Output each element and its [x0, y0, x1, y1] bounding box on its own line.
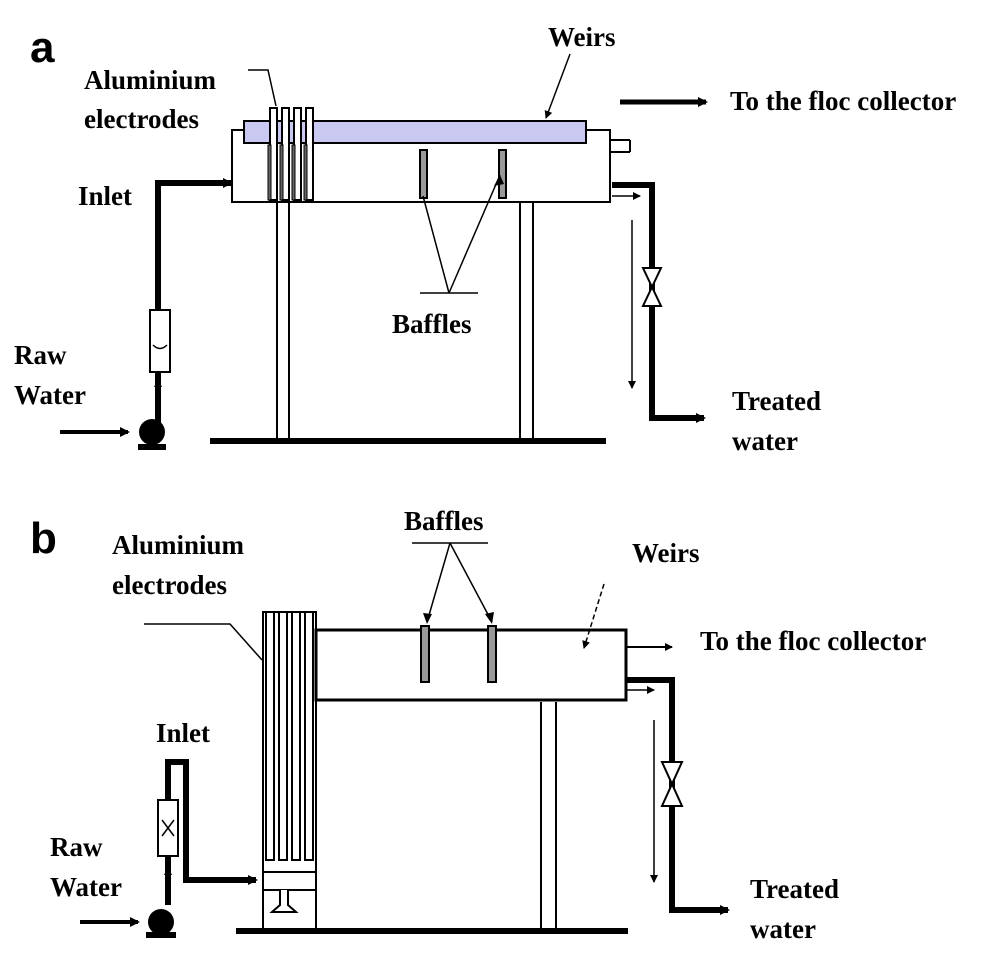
- panel-a-electrodes-label-2: electrodes: [84, 104, 199, 134]
- panel-a-weir-bar: [243, 120, 587, 144]
- panel-b-pump: [148, 909, 174, 935]
- panel-a-electrodes-leader: [248, 69, 277, 107]
- panel-a: a: [14, 22, 956, 456]
- panel-a-valve: [641, 267, 663, 307]
- panel-a-baffles-leader: [420, 174, 501, 294]
- panel-a-baffles-label: Baffles: [392, 309, 471, 339]
- panel-a-pump: [139, 419, 165, 445]
- panel-b-floor: [236, 928, 628, 934]
- panel-a-inlet-label: Inlet: [78, 181, 132, 211]
- panel-a-inlet-pipe: [155, 180, 225, 430]
- panel-a-electrodes-label-1: Aluminium: [84, 65, 217, 95]
- panel-b-baffle-2: [487, 625, 497, 683]
- panel-a-baffle-2: [498, 149, 507, 199]
- panel-b-weirs-leader: [582, 583, 605, 649]
- panel-b-electrodes-label-2: electrodes: [112, 570, 227, 600]
- panel-a-raw-label-2: Water: [14, 380, 86, 410]
- panel-b-electrodes-leader: [144, 623, 263, 661]
- panel-a-floor: [210, 438, 606, 444]
- panel-b-treated-label-2: water: [750, 914, 816, 944]
- panel-a-raw-label-1: Raw: [14, 340, 67, 370]
- panel-b-inlet-pipe: [165, 759, 248, 905]
- panel-b-raw-label-2: Water: [50, 872, 122, 902]
- panel-b-legs: [540, 702, 557, 930]
- panel-b-letter: b: [30, 514, 57, 563]
- panel-b-electrodes: [265, 611, 314, 861]
- panel-b-electrodes-label-1: Aluminium: [112, 530, 245, 560]
- panel-a-legs: [276, 202, 534, 440]
- panel-a-treated-label-2: water: [732, 426, 798, 456]
- panel-b-treated-label-1: Treated: [750, 874, 839, 904]
- panel-b-raw-label-1: Raw: [50, 832, 103, 862]
- panel-a-floc-label: To the floc collector: [730, 86, 956, 116]
- panel-b-tank: [314, 628, 628, 702]
- panel-a-weirs-leader: [544, 53, 571, 119]
- panel-b-baffles-leader: [412, 542, 493, 623]
- panel-b-valve: [660, 761, 684, 807]
- panel-b-weirs-label: Weirs: [632, 538, 700, 568]
- panel-b: b: [30, 506, 926, 944]
- panel-b-inlet-label: Inlet: [156, 718, 210, 748]
- panel-b-floc-label: To the floc collector: [700, 626, 926, 656]
- panel-b-baffle-1: [420, 625, 430, 683]
- panel-a-treated-label-1: Treated: [732, 386, 821, 416]
- panel-a-letter: a: [30, 23, 55, 72]
- panel-a-baffle-1: [419, 149, 428, 199]
- panel-b-baffles-label: Baffles: [404, 506, 483, 536]
- panel-a-flowmeter: [149, 309, 171, 373]
- panel-a-weirs-label: Weirs: [548, 22, 616, 52]
